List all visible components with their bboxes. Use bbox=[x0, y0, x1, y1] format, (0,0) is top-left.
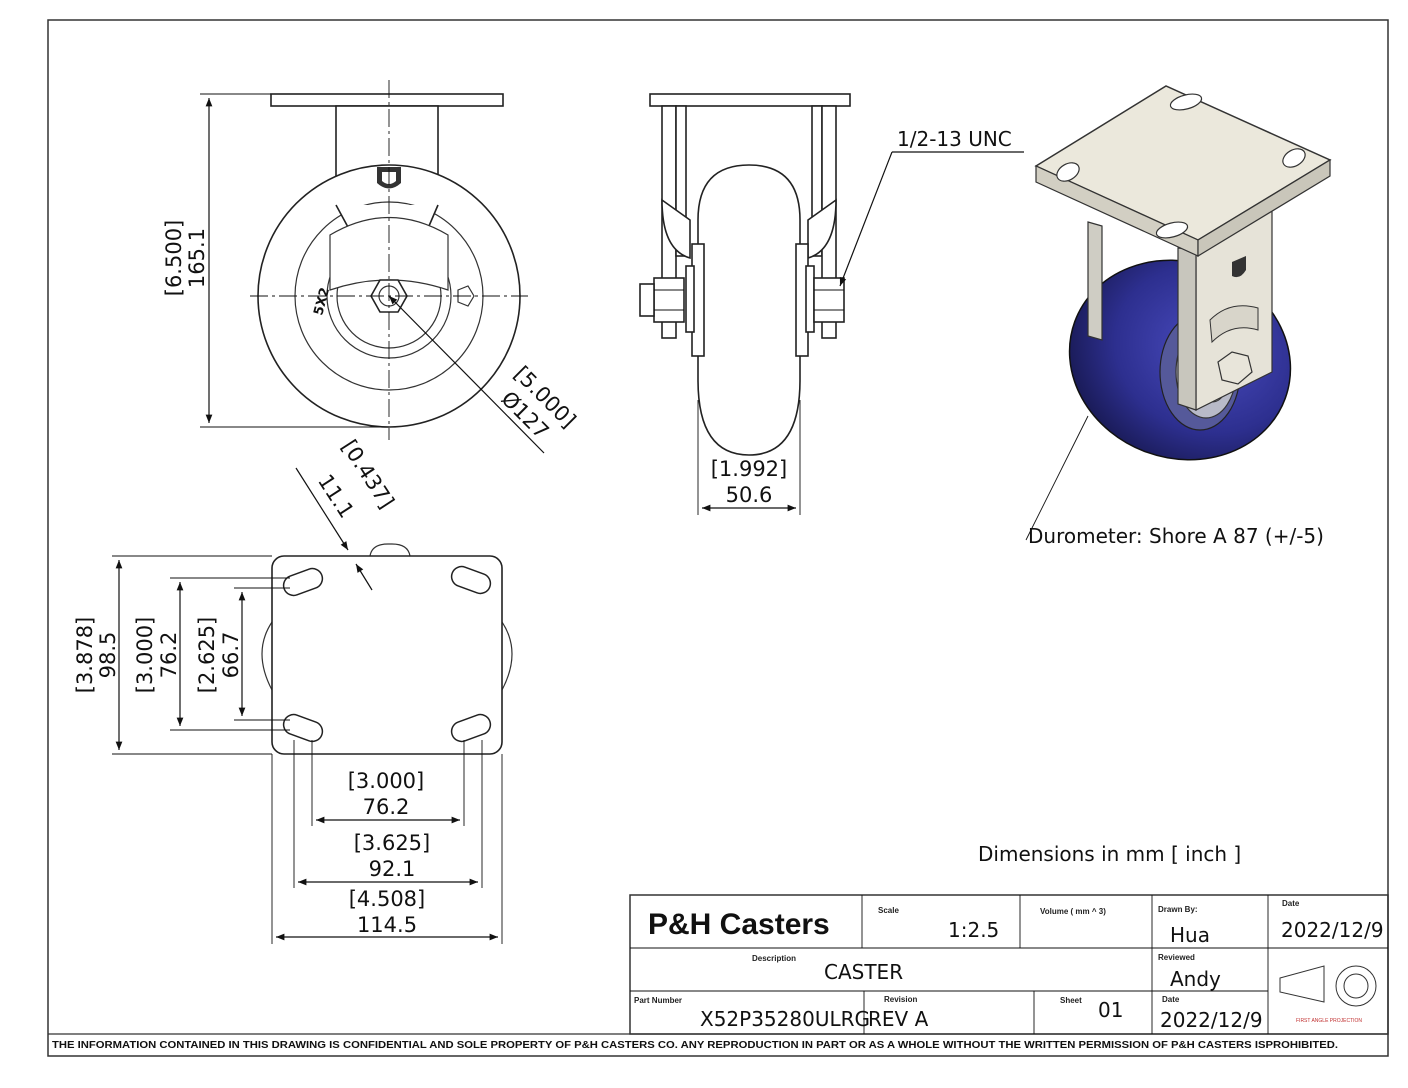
iso-shield-logo-icon bbox=[1232, 256, 1246, 278]
projection-label: FIRST ANGLE PROJECTION bbox=[1296, 1018, 1362, 1024]
revision-label: Revision bbox=[884, 995, 917, 1004]
date2-label: Date bbox=[1162, 995, 1180, 1004]
plate-slot bbox=[450, 713, 492, 743]
dim-plate-w-mm: 114.5 bbox=[357, 913, 417, 937]
dim-hole-w2-mm: 92.1 bbox=[369, 857, 416, 881]
isometric-view: Durometer: Shore A 87 (+/-5) bbox=[1025, 85, 1332, 548]
dim-hole-h2-mm: 66.7 bbox=[219, 632, 243, 679]
dim-plate-h-inch: [3.878] bbox=[73, 617, 97, 694]
dim-hole-w1-inch: [3.000] bbox=[348, 769, 425, 793]
top-view: [3.878] 98.5 [3.000] 76.2 [2.625] 66.7 [… bbox=[73, 436, 513, 944]
dim-height-mm: 165.1 bbox=[185, 228, 209, 288]
title-block: P&H Casters Scale 1:2.5 Volume ( mm ^ 3)… bbox=[629, 894, 1389, 1035]
footer-notice: THE INFORMATION CONTAINED IN THIS DRAWIN… bbox=[52, 1039, 1338, 1051]
revision-value: REV A bbox=[868, 1007, 929, 1031]
sheet-label: Sheet bbox=[1060, 996, 1082, 1005]
dim-slot-mm: 11.1 bbox=[313, 470, 359, 522]
sheet-value: 01 bbox=[1098, 998, 1123, 1022]
plate-slot bbox=[282, 567, 324, 597]
sheet-border bbox=[47, 19, 1389, 1057]
side-view: [1.992] 50.6 1/2-13 UNC bbox=[639, 93, 1024, 515]
dim-hole-w2-inch: [3.625] bbox=[354, 831, 431, 855]
plate-slot bbox=[282, 713, 324, 743]
dim-hole-h1-mm: 76.2 bbox=[157, 632, 181, 679]
first-angle-projection-icon bbox=[1279, 965, 1377, 1007]
scale-value: 1:2.5 bbox=[948, 918, 999, 942]
dim-hole-w1-mm: 76.2 bbox=[363, 795, 410, 819]
wheel-marking-text: 5X2 bbox=[311, 286, 333, 317]
plate-slot bbox=[450, 565, 492, 595]
part-label: Part Number bbox=[634, 996, 682, 1005]
dim-width-inch: [1.992] bbox=[711, 457, 788, 481]
drawn-label: Drawn By: bbox=[1158, 905, 1198, 914]
reviewed-label: Reviewed bbox=[1158, 953, 1195, 962]
dim-height-inch: [6.500] bbox=[162, 220, 186, 297]
thread-note: 1/2-13 UNC bbox=[897, 127, 1012, 151]
date-value: 2022/12/9 bbox=[1281, 918, 1384, 942]
drawn-value: Hua bbox=[1170, 923, 1210, 947]
description-value: CASTER bbox=[824, 960, 903, 984]
dim-width-mm: 50.6 bbox=[726, 483, 773, 507]
reviewed-value: Andy bbox=[1170, 967, 1221, 991]
scale-label: Scale bbox=[878, 906, 899, 915]
part-value: X52P35280ULRG bbox=[700, 1007, 870, 1031]
dim-plate-h-mm: 98.5 bbox=[96, 632, 120, 679]
front-view: 5X2 [6.500] 165.1 [5.000] Ø127 bbox=[162, 80, 580, 454]
date2-value: 2022/12/9 bbox=[1160, 1008, 1263, 1032]
dim-hole-h2-inch: [2.625] bbox=[195, 617, 219, 694]
dim-plate-w-inch: [4.508] bbox=[349, 887, 426, 911]
description-label: Description bbox=[752, 954, 796, 963]
durometer-note: Durometer: Shore A 87 (+/-5) bbox=[1028, 524, 1324, 548]
company-name: P&H Casters bbox=[648, 908, 830, 941]
units-note: Dimensions in mm [ inch ] bbox=[978, 842, 1241, 866]
volume-label: Volume ( mm ^ 3) bbox=[1040, 907, 1106, 916]
date-label: Date bbox=[1282, 899, 1300, 908]
dim-hole-h1-inch: [3.000] bbox=[133, 617, 157, 694]
